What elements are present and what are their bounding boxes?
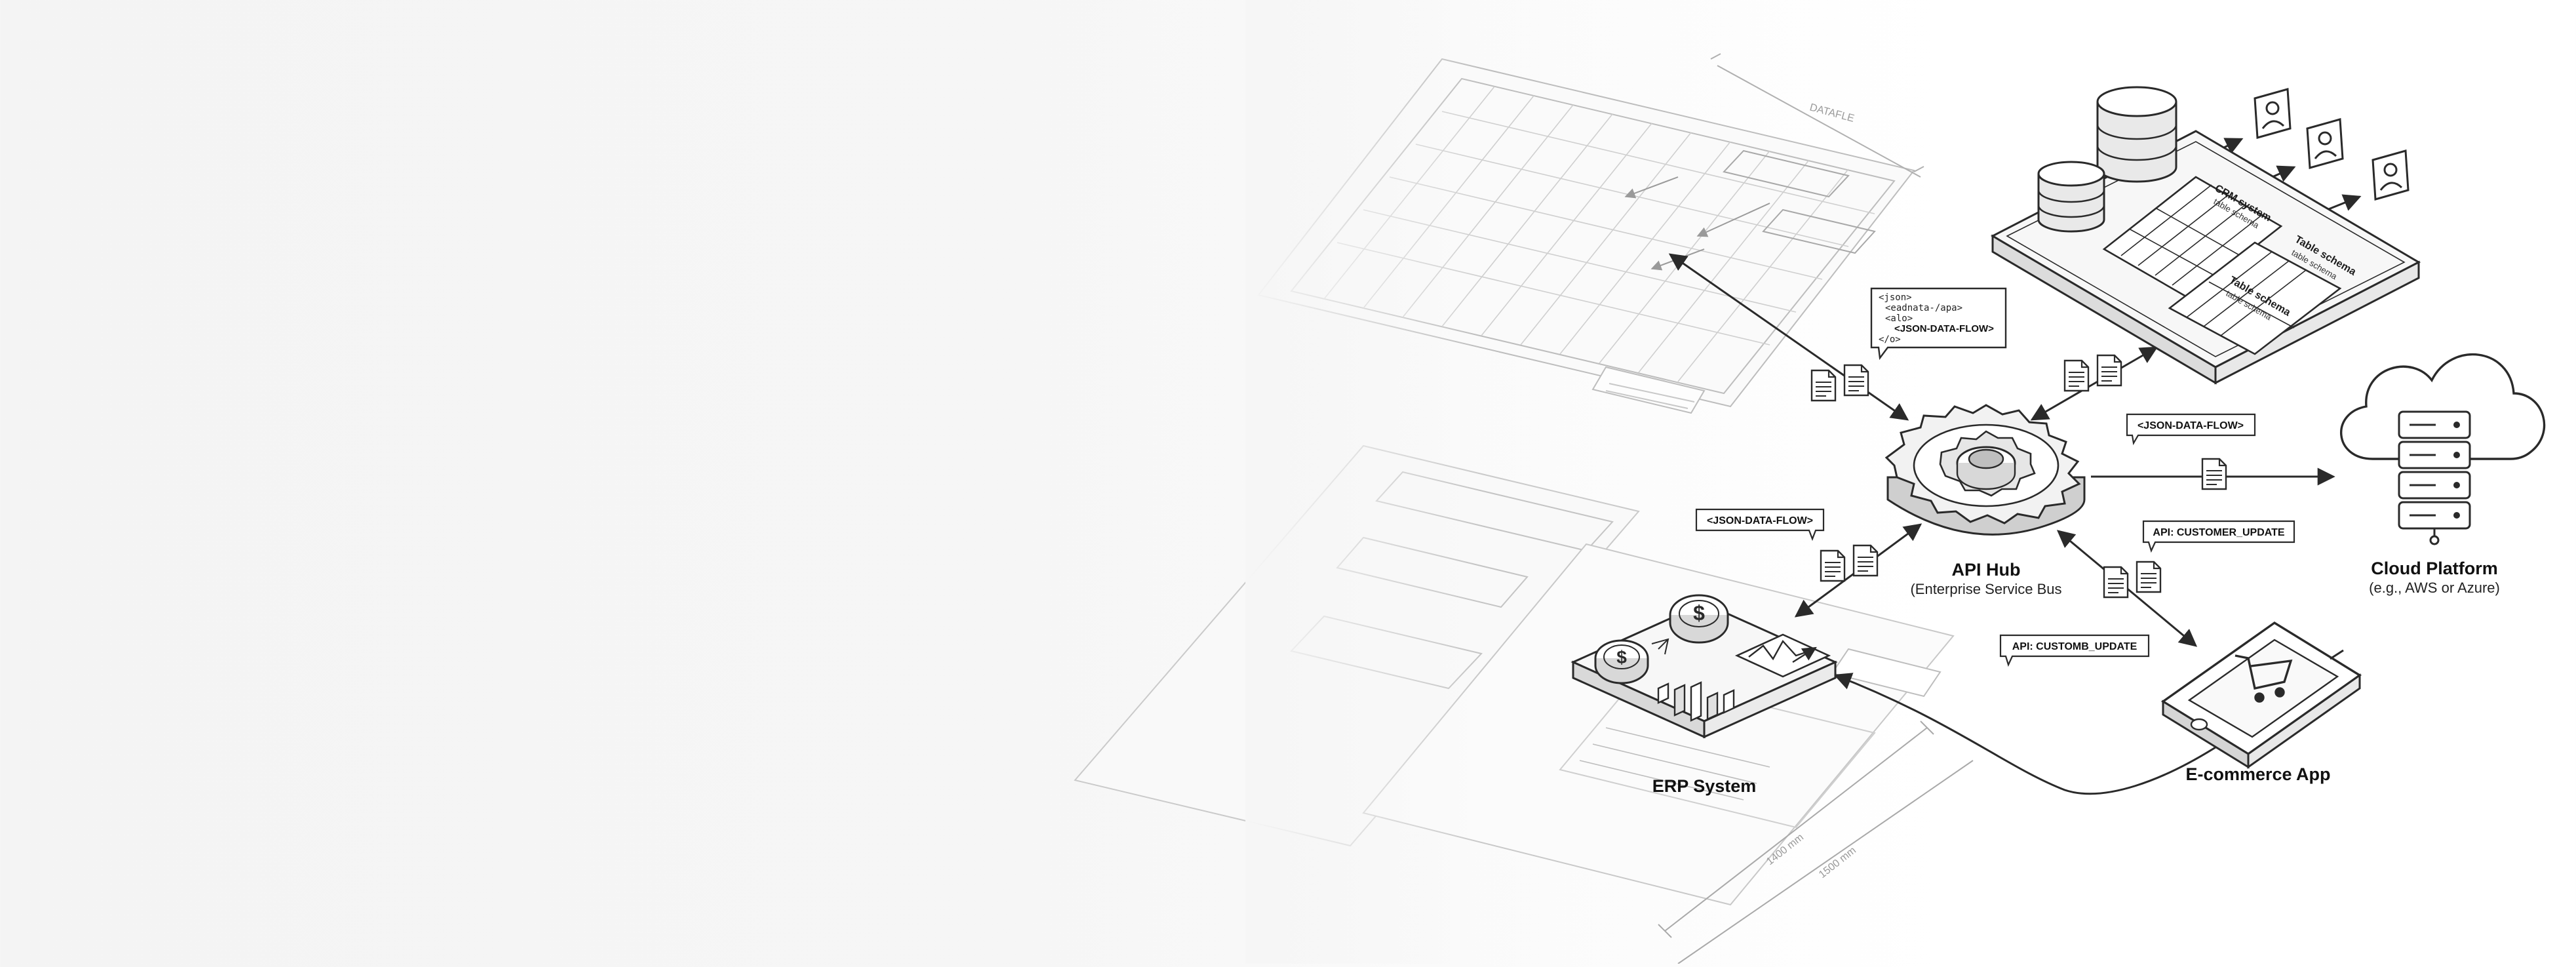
flow-label-bubbles bbox=[1695, 413, 2295, 667]
dollar-coin-icon: $ bbox=[1669, 594, 1729, 644]
blueprint-sketch bbox=[1074, 53, 1974, 964]
user-icon bbox=[2371, 149, 2410, 201]
api-customer-update-label: API: CUSTOMER_UPDATE bbox=[2153, 527, 2285, 538]
database-icon-large bbox=[2096, 86, 2177, 183]
api-hub-title: API Hub bbox=[1952, 560, 2021, 580]
json-line-3: <alo> bbox=[1885, 313, 1913, 324]
document-icon bbox=[2201, 458, 2227, 490]
json-line-4: <JSON-DATA-FLOW> bbox=[1894, 323, 1994, 334]
json-code-callout bbox=[1870, 287, 2007, 361]
svg-text:$: $ bbox=[1616, 647, 1627, 667]
flow-label-left: <JSON-DATA-FLOW> bbox=[1707, 515, 1813, 526]
json-line-2: <eadnata-/apa> bbox=[1885, 303, 1962, 313]
document-icon-pair-3 bbox=[1821, 545, 1877, 581]
api-hub-subtitle: (Enterprise Service Bus bbox=[1910, 581, 2061, 597]
user-icon bbox=[2254, 88, 2292, 139]
cloud-platform-title: Cloud Platform bbox=[2371, 559, 2498, 578]
cloud-icon bbox=[2340, 353, 2546, 460]
json-line-1: <json> bbox=[1879, 292, 1912, 303]
dimension-label-bottom-2: 1500 mm bbox=[1817, 845, 1858, 880]
svg-text:$: $ bbox=[1693, 601, 1705, 625]
gear-icon bbox=[1884, 404, 2086, 536]
phone-device bbox=[2160, 621, 2362, 769]
crm-database-platform bbox=[1990, 86, 2421, 385]
api-customb-update-label: API: CUSTOMB_UPDATE bbox=[2012, 641, 2137, 652]
ecommerce-app-title: E-commerce App bbox=[2185, 764, 2330, 784]
user-icons bbox=[2254, 88, 2410, 201]
server-icon bbox=[2398, 410, 2471, 545]
bar-chart-icon bbox=[1657, 681, 1735, 722]
cloud-platform-subtitle: (e.g., AWS or Azure) bbox=[2369, 580, 2500, 596]
erp-system-title: ERP System bbox=[1652, 776, 1757, 796]
document-icon-pair-2 bbox=[2065, 355, 2121, 391]
line-chart-icon bbox=[1734, 633, 1831, 678]
shopping-cart-icon bbox=[2234, 654, 2293, 703]
dollar-coin-icon: $ bbox=[1594, 639, 1649, 684]
json-line-5: </o> bbox=[1879, 334, 1901, 345]
dimension-label-top: DATAFLE bbox=[1808, 102, 1856, 124]
database-icon-small bbox=[2037, 161, 2105, 233]
erp-platform: $ $ bbox=[1571, 594, 1838, 739]
document-icon-pair-1 bbox=[1812, 365, 1868, 401]
user-icon bbox=[2306, 118, 2344, 169]
flow-label-top: <JSON-DATA-FLOW> bbox=[2137, 420, 2244, 431]
